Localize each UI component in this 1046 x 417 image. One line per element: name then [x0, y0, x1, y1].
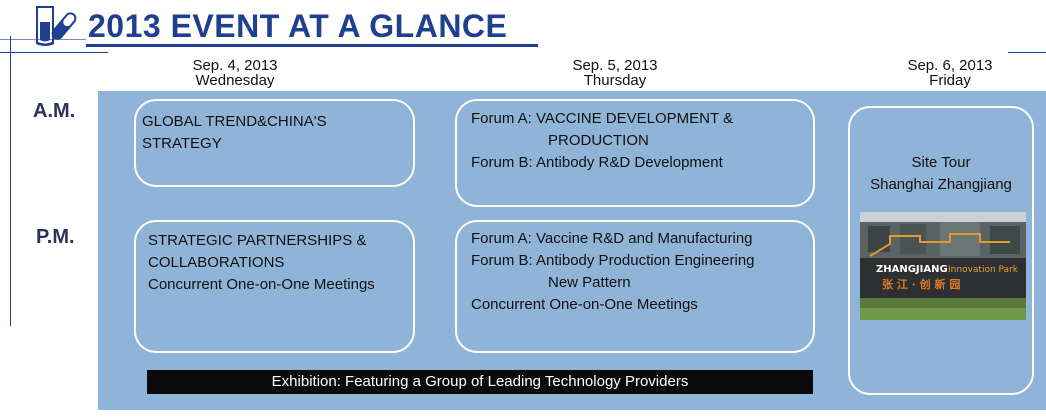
day-date: Sep. 5, 2013 — [572, 57, 658, 74]
session-wed-am: GLOBAL TREND&CHINA'S STRATEGY — [134, 99, 415, 187]
session-line: COLLABORATIONS — [148, 254, 285, 271]
session-line: STRATEGIC PARTNERSHIPS & — [148, 232, 367, 249]
frame-line-right — [1008, 52, 1046, 53]
day-weekday: Thursday — [583, 72, 647, 89]
capsule-icon — [36, 6, 77, 46]
session-fri: Site Tour Shanghai Zhangjiang — [848, 106, 1034, 395]
session-line: Forum B: Antibody Production Engineering — [471, 252, 755, 269]
session-line: New Pattern — [548, 274, 631, 291]
session-line: Forum A: Vaccine R&D and Manufacturing — [471, 230, 753, 247]
photo-sign-main: ZHANGJIANG — [876, 264, 948, 275]
zhangjiang-photo: ZHANGJIANG Innovation Park 张 江 · 创 新 园 — [860, 212, 1026, 320]
session-wed-pm: STRATEGIC PARTNERSHIPS & COLLABORATIONS … — [134, 220, 415, 353]
frame-line-left — [10, 36, 11, 326]
day-weekday: Friday — [929, 72, 971, 89]
session-line: PRODUCTION — [548, 132, 649, 149]
day-header-wed: Sep. 4, 2013 Wednesday — [160, 58, 310, 88]
page-title: 2013 EVENT AT A GLANCE — [88, 8, 508, 44]
session-line: Shanghai Zhangjiang — [870, 176, 1012, 193]
session-line: Concurrent One-on-One Meetings — [471, 296, 698, 313]
session-line: Forum A: VACCINE DEVELOPMENT & — [471, 110, 734, 127]
session-line: Site Tour — [911, 154, 971, 171]
photo-sign-cn: 张 江 · 创 新 园 — [882, 277, 960, 291]
photo-sign-sub: Innovation Park — [948, 265, 1019, 275]
day-weekday: Wednesday — [195, 72, 275, 89]
zhangjiang-photo-image: ZHANGJIANG Innovation Park 张 江 · 创 新 园 — [860, 212, 1026, 320]
title-underline — [86, 44, 538, 47]
exhibition-banner: Exhibition: Featuring a Group of Leading… — [147, 370, 813, 394]
frame-line-top — [0, 52, 108, 53]
period-pm-label: P.M. — [36, 226, 75, 248]
session-line: STRATEGY — [142, 135, 222, 152]
frame-line-upper — [0, 39, 86, 40]
day-date: Sep. 4, 2013 — [192, 57, 278, 74]
day-date: Sep. 6, 2013 — [907, 57, 993, 74]
day-header-fri: Sep. 6, 2013 Friday — [875, 58, 1025, 88]
session-thu-pm: Forum A: Vaccine R&D and Manufacturing F… — [455, 220, 815, 353]
session-thu-am: Forum A: VACCINE DEVELOPMENT & PRODUCTIO… — [455, 99, 815, 207]
session-line: Concurrent One-on-One Meetings — [148, 276, 375, 293]
day-header-thu: Sep. 5, 2013 Thursday — [540, 58, 690, 88]
session-line: Forum B: Antibody R&D Development — [471, 154, 723, 171]
session-line: GLOBAL TREND&CHINA'S — [142, 113, 327, 130]
period-am-label: A.M. — [33, 100, 76, 122]
